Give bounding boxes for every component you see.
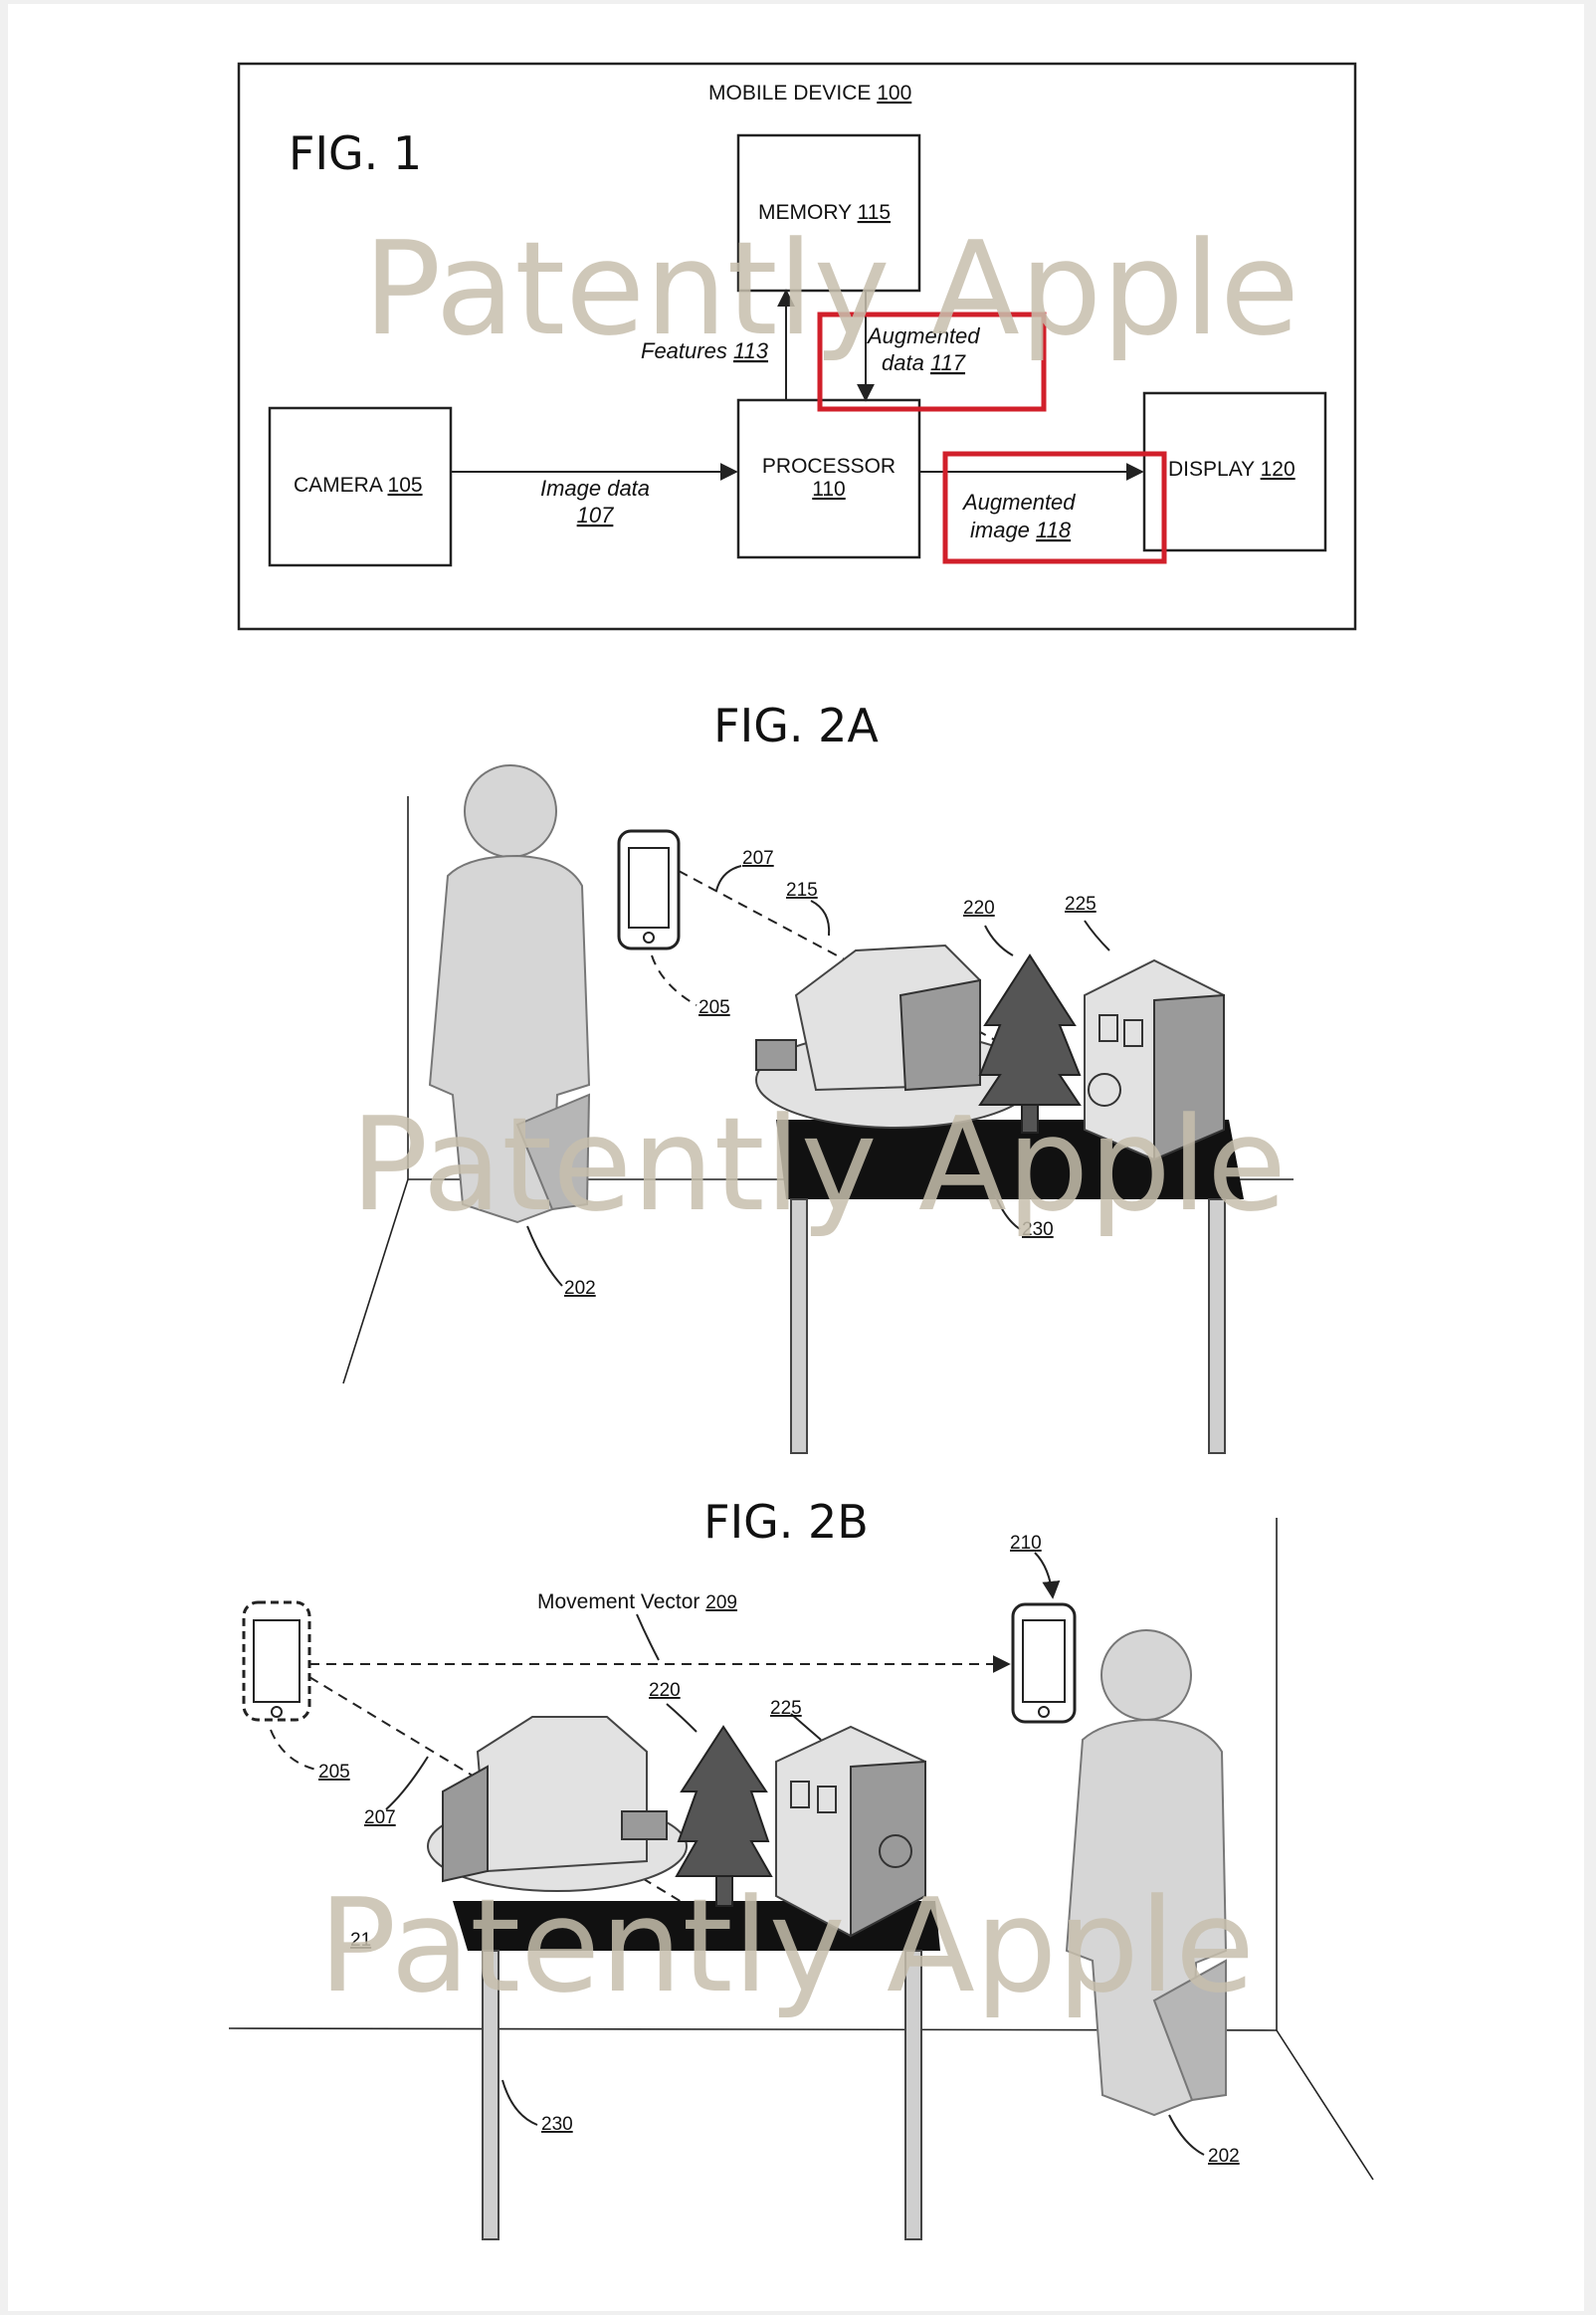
watermark-fig2a: Patently Apple xyxy=(350,1089,1287,1240)
augmented-image-label-line1: Augmented xyxy=(961,490,1076,515)
room-floor-line-2a xyxy=(342,1178,409,1384)
tree-220-2b xyxy=(675,1725,773,1907)
phone-button-2a xyxy=(643,932,655,944)
fig2a-illustration: FIG. 2A 202 205 207 230 xyxy=(342,699,1294,1454)
memory-label: MEMORY 115 xyxy=(758,201,891,224)
image-data-ref: 107 xyxy=(577,503,614,527)
ref-207-2b: 207 xyxy=(364,1807,396,1828)
leader-205-2b xyxy=(270,1729,317,1771)
phone-205-2a xyxy=(617,829,681,950)
tree-220-2a xyxy=(978,953,1082,1134)
ref-230-2a: 230 xyxy=(1022,1219,1054,1240)
leader-202-2a xyxy=(526,1225,563,1287)
image-data-label: Image data xyxy=(540,476,650,501)
leader-209 xyxy=(636,1613,660,1661)
phone-210-2b xyxy=(1011,1602,1077,1724)
camera-box xyxy=(268,406,453,567)
leader-220-2b xyxy=(666,1703,698,1733)
watermark-fig1: Patently Apple xyxy=(363,213,1299,364)
augmented-data-label-line1: Augmented xyxy=(866,323,980,348)
leader-202-2b xyxy=(1168,2114,1205,2156)
fig1-title: FIG. 1 xyxy=(289,126,422,180)
leader-230-2a xyxy=(994,1193,1021,1230)
leader-207-2b xyxy=(385,1756,429,1810)
building-225-2a xyxy=(1084,958,1225,1161)
processor-ref: 110 xyxy=(812,478,845,501)
fig2a-title: FIG. 2A xyxy=(713,699,879,752)
person-202-2a xyxy=(428,764,591,1224)
leader-220-2a xyxy=(984,925,1014,956)
ref-210-2b: 210 xyxy=(1010,1533,1042,1554)
ref-220-2b: 220 xyxy=(649,1680,681,1701)
ref-230-2b: 230 xyxy=(541,2114,573,2135)
ref-202-2b: 202 xyxy=(1208,2146,1240,2167)
leader-225-2b xyxy=(790,1713,822,1741)
fig1-block-diagram: MOBILE DEVICE 100 FIG. 1 MEMORY 115 PROC… xyxy=(237,62,1357,631)
processor-label: PROCESSOR xyxy=(762,455,896,478)
ref-215-partial-2b: 21 xyxy=(350,1930,371,1951)
building-215-2b xyxy=(427,1716,688,1892)
building-215-2a xyxy=(755,944,1036,1129)
phone-210-screen-2b xyxy=(1022,1619,1066,1703)
ref-205-2b: 205 xyxy=(318,1762,350,1783)
leader-230-2b xyxy=(501,2079,538,2126)
mobile-device-label: MOBILE DEVICE 100 xyxy=(708,82,911,105)
ref-215-2a: 215 xyxy=(786,880,818,901)
augmented-image-highlight xyxy=(942,451,1167,564)
phone-205-ghost-2b xyxy=(242,1600,311,1722)
ref-225-2b: 225 xyxy=(770,1698,802,1719)
ref-220-2a: 220 xyxy=(963,898,995,919)
phone-210-button-2b xyxy=(1038,1706,1050,1718)
person-202-2b xyxy=(1065,1629,1228,2117)
fig2b-title: FIG. 2B xyxy=(703,1495,869,1549)
leader-207-2a xyxy=(715,865,742,892)
ref-207-2a: 207 xyxy=(742,848,774,869)
leader-205-2a xyxy=(651,954,698,1006)
ref-205-2a: 205 xyxy=(698,997,730,1018)
leader-215-2a xyxy=(810,900,831,937)
augmented-data-highlight xyxy=(817,312,1047,412)
movement-vector-label: Movement Vector 209 xyxy=(537,1590,737,1613)
ref-202-2a: 202 xyxy=(564,1278,596,1299)
fig2b-illustration: FIG. 2B 205 210 Movement Vector 209 207 xyxy=(228,1495,1374,2240)
leader-210-2b xyxy=(1034,1552,1061,1599)
memory-box xyxy=(736,133,921,293)
augmented-data-label-line2: data 117 xyxy=(882,350,966,375)
processor-box xyxy=(736,398,921,559)
view-vector-207-2a xyxy=(678,870,996,1041)
phone-screen-2a xyxy=(628,847,670,929)
phone-ghost-button-2b xyxy=(271,1706,283,1718)
display-box xyxy=(1142,391,1327,552)
watermark-fig2b: Patently Apple xyxy=(318,1870,1255,2021)
augmented-image-label-line2: image 118 xyxy=(970,518,1072,542)
building-225-2b xyxy=(775,1725,926,1938)
leader-225-2a xyxy=(1084,920,1110,951)
camera-label: CAMERA 105 xyxy=(294,474,423,497)
features-label: Features 113 xyxy=(641,338,769,363)
display-label: DISPLAY 120 xyxy=(1168,458,1296,481)
room-floor-line-2b xyxy=(1276,2029,1374,2181)
ref-225-2a: 225 xyxy=(1065,894,1097,915)
phone-ghost-screen-2b xyxy=(253,1619,300,1703)
